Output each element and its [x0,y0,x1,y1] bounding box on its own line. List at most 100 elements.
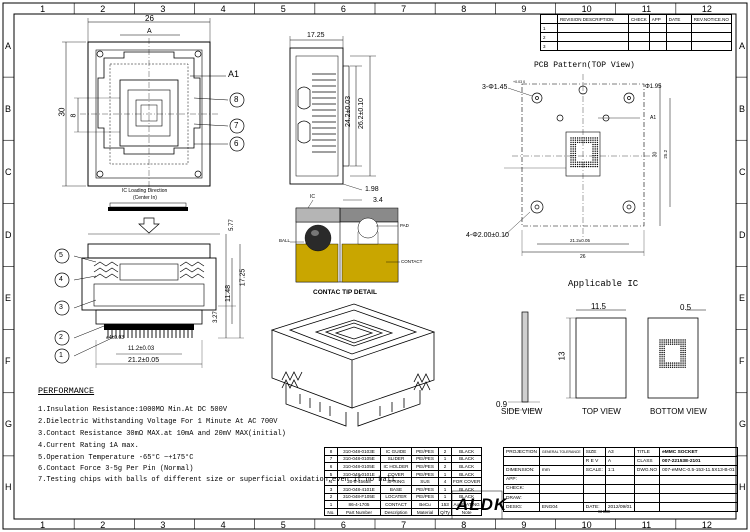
pad-dot [684,347,686,350]
performance-item-7: 7.Testing chips with balls of different … [38,476,396,484]
pad-dot [680,347,682,350]
pad-dot [574,159,577,161]
pad-dot [590,161,592,163]
pad-dot [574,152,577,155]
dim-small: ≤4±0.03 [106,335,125,341]
pad-dot [676,366,678,368]
pad-dot [671,339,674,341]
pad-dot [574,148,577,150]
pad-dot [684,349,686,352]
pad-dot [570,157,572,159]
pad-dot [669,362,672,364]
pad-dot [684,354,686,356]
pad-dot [682,347,684,350]
bom-cell: PEI/PES [411,469,439,479]
pad-dot [587,161,590,163]
performance-item-2: 2.Dielectric Withstanding Voltage For 1 … [38,418,278,426]
zone-row-label: H [739,482,746,493]
pad-dot [680,339,682,341]
dim-side-top: 17.25 [307,32,325,39]
zone-column-label: 10 [581,520,592,530]
scale-label: SCALE: [582,465,606,476]
pcb-dim-right: 30 [652,151,659,158]
scale-value: 1:1 [604,465,635,476]
bom-header-cell: No. [324,507,338,517]
pad-dot [572,141,574,144]
rev-label: R E V [582,456,606,467]
performance-item-3: 3.Contact Resistance 30mΩ MAX.at 10mA an… [38,430,286,438]
dim-577: 5.77 [228,219,235,231]
dim-side-a: 24.2±0.03 [345,95,353,128]
pad-dot [669,366,672,368]
pad-dot [680,351,682,354]
callout-6: 6 [234,139,239,148]
pad-dot [594,165,596,168]
revision-header-row: REVISION DESCRIPTION CHECK APP DATE REV.… [540,14,732,24]
zone-column-label: 4 [220,4,226,14]
bom-cell: BLACK [450,447,483,456]
zone-column-label: 12 [701,520,712,530]
pcb-title: PCB Pattern(TOP View) [534,61,635,70]
dim-side-d: 3.4 [373,197,383,204]
pad-dot [579,141,581,144]
pad-dot [663,364,665,366]
pad-dot [585,165,588,168]
bom-cell: PEI/PES [411,492,439,502]
pad-dot [665,362,667,364]
pad-dot [661,339,663,341]
ic-top-view-label: TOP VIEW [582,407,621,416]
pad-dot [596,146,599,148]
zone-column-label: 5 [280,520,286,530]
pad-dot [594,150,596,152]
dim-1725: 17.25 [239,268,247,287]
title-label: TITLE [633,446,661,458]
pad-dot [574,163,577,166]
company-logo: ALDK [456,495,508,514]
pad-dot [678,339,680,341]
pad-dot [663,347,665,350]
pad-dot [659,364,661,366]
pad-dot [678,366,680,368]
pad-dot [576,137,579,139]
pad-dot [680,358,682,360]
pad-dot [576,141,579,144]
pad-dot [680,362,682,364]
pad-dot [682,358,684,360]
bom-cell: 310-048-4101E [337,484,381,494]
pad-dot [570,163,572,166]
pad-dot [579,137,581,139]
pad-dot [574,139,577,141]
bom-cell: BeCu [411,500,439,509]
draw-label: DRAW: [503,492,540,504]
top-view [62,18,245,234]
pad-dot [594,161,596,163]
bom-cell: 153 [438,500,452,509]
pad-dot [579,139,581,141]
pad-dot [594,159,596,161]
ic-dim-thk: 0.9 [496,400,508,409]
pad-dot [583,161,585,163]
pad-dot [676,341,678,343]
pad-dot [596,163,599,166]
bom-cell: SUS [411,477,439,486]
bom-cell: 2 [438,447,452,456]
zone-row-label: E [5,293,12,304]
bom-cell: IC GUIDE [380,447,412,456]
date-label: DATE: [582,502,606,513]
pcb-hole-right: Φ1.95 [645,84,662,90]
check-label: CHECK: [503,483,540,494]
pad-dot [667,343,670,345]
performance-heading: PERFORMANCE [38,386,95,396]
pad-dot [680,366,682,368]
dim-inner: 11.2±0.03 [128,346,155,352]
pad-dot [684,360,686,362]
pad-dot [570,148,572,150]
dim-1148: 11.48 [225,285,232,302]
class-label: CLASS [633,456,661,467]
zone-column-label: 11 [641,4,652,14]
pcb-hole-top-tol: +0.03 0 [513,80,526,84]
